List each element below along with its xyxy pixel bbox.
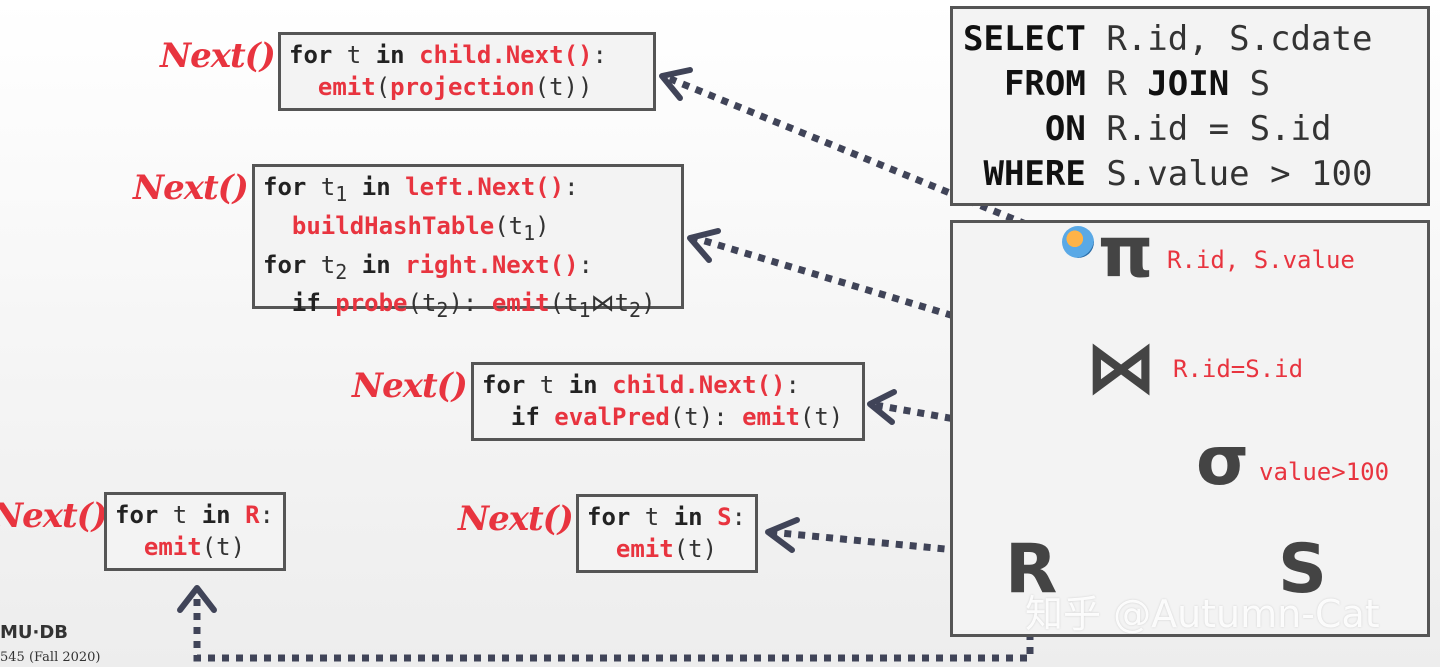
next-label-selection: Next() — [352, 366, 468, 406]
watermark: 知乎 @Autumn-Cat — [1025, 592, 1380, 636]
arrow-r-to-code — [193, 598, 1034, 662]
code-box-scan-r: for t in R: emit(t) — [104, 492, 286, 571]
arrowhead-r — [177, 585, 217, 613]
projection-note: R.id, S.value — [1167, 246, 1355, 274]
join-note: R.id=S.id — [1173, 355, 1304, 383]
next-label-scan-r: Next() — [0, 496, 108, 536]
relation-r: R — [1005, 530, 1058, 609]
selection-note: value>100 — [1259, 458, 1390, 486]
query-plan-box — [950, 220, 1430, 637]
footer-logo: MU·DB — [0, 622, 69, 643]
relation-s: S — [1278, 530, 1327, 609]
arrowhead-projection — [659, 67, 693, 101]
arrowhead-join — [687, 228, 721, 263]
projection-operator: π — [1098, 211, 1154, 293]
cursor-icon — [1062, 226, 1094, 258]
arrowhead-selection — [867, 389, 897, 425]
next-label-projection: Next() — [160, 36, 276, 76]
next-label-scan-s: Next() — [458, 499, 574, 539]
footer-course: 545 (Fall 2020) — [0, 650, 101, 665]
code-box-projection: for t in child.Next(): emit(projection(t… — [278, 32, 656, 111]
join-operator: ⋈ — [1085, 325, 1157, 409]
next-label-join: Next() — [133, 168, 249, 208]
selection-operator: σ — [1196, 422, 1249, 501]
arrow-projection-to-code — [666, 74, 1067, 244]
code-box-scan-s: for t in S: emit(t) — [576, 494, 758, 573]
sql-query-box: SELECT R.id, S.cdate FROM R JOIN S ON R.… — [950, 6, 1430, 206]
arrowhead-s — [765, 517, 800, 553]
code-box-join: for t1 in left.Next(): buildHashTable(t1… — [252, 164, 684, 322]
code-box-selection: for t in child.Next(): if evalPred(t): e… — [471, 362, 865, 441]
